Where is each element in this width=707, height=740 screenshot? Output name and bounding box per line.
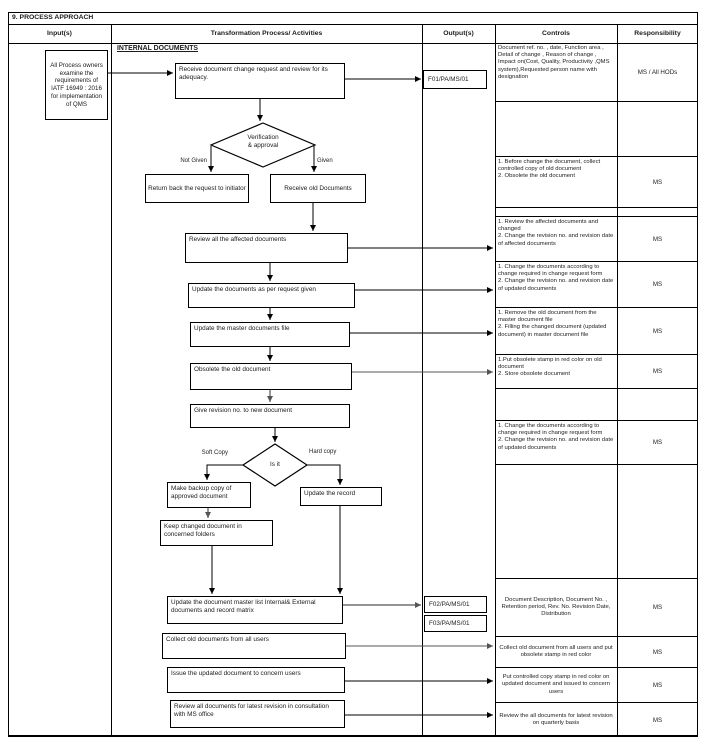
responsibility-text (617, 389, 698, 420)
controls-row (495, 465, 698, 579)
decision-label-verification: Verification & approval (247, 134, 279, 149)
output-box-f02: F02/PA/MS/01 (424, 596, 487, 613)
responsibility-text: MS (652, 681, 663, 689)
controls-text: 1.Put obsolete stamp in red color on old… (498, 357, 602, 378)
column-header-outputs: Output(s) (443, 30, 474, 37)
responsibility-text (617, 465, 698, 578)
controls-row (495, 102, 698, 157)
controls-row (495, 208, 698, 217)
decision-label-is-it: Is it (270, 461, 280, 468)
flow-box-keep-changed: Keep changed document in concerned folde… (160, 520, 273, 546)
flow-box-obsolete-old: Obsolete the old document (190, 363, 352, 390)
flow-box-update-master-list: Update the document master list Internal… (167, 596, 343, 624)
responsibility-text: MS (652, 281, 663, 288)
output-box-f01: F01/PA/MS/01 (423, 70, 487, 89)
header-divider (8, 43, 698, 44)
controls-row: Document Description, Document No. , Ret… (495, 579, 698, 637)
controls-row: 1. Remove the old document from the mast… (495, 308, 698, 355)
responsibility-text: MS (652, 327, 663, 335)
responsibility-text: MS (652, 368, 663, 375)
responsibility-text: MS (652, 648, 663, 656)
responsibility-text: MS / All HODs (637, 68, 678, 76)
column-header-responsibility: Responsibility (634, 30, 681, 37)
responsibility-text: MS (652, 235, 663, 243)
controls-text (495, 389, 617, 420)
section-label-internal-documents: INTERNAL DOCUMENTS (117, 45, 199, 52)
responsibility-text: MS (652, 439, 663, 446)
controls-text: 1. Before change the document, collect c… (498, 159, 601, 180)
controls-row: 1. Review the affected documents and cha… (495, 217, 698, 262)
controls-row: Put controlled copy stamp in red color o… (495, 668, 698, 703)
controls-row (495, 389, 698, 421)
output-box-f03: F03/PA/MS/01 (424, 615, 487, 632)
col-border-outputs (495, 24, 496, 737)
controls-text (495, 102, 617, 156)
controls-text: Collect old document from all users and … (499, 644, 613, 658)
responsibility-text: MS (652, 716, 663, 724)
flow-box-return-back: Return back the request to initiator (145, 174, 249, 203)
controls-text: 1. Change the documents according to cha… (498, 264, 614, 292)
column-header-activities: Transformation Process/ Activities (210, 30, 323, 37)
col-border-controls-header (617, 24, 618, 43)
controls-row: 1. Change the documents according to cha… (495, 421, 698, 465)
flow-box-receive-old: Receive old Documents (270, 174, 366, 203)
controls-text: Put controlled copy stamp in red color o… (501, 674, 611, 695)
input-box: All Process owners examine the requireme… (45, 50, 108, 120)
responsibility-text (617, 208, 698, 216)
controls-text: 1. Review the affected documents and cha… (498, 219, 614, 247)
flow-box-update-record: Update the record (300, 487, 382, 506)
flow-box-receive-request: Receive document change request and revi… (175, 63, 345, 99)
controls-text: Document Description, Document No. , Ret… (501, 596, 611, 618)
table-outer-border (8, 12, 698, 737)
controls-row: Review the all documents for latest revi… (495, 703, 698, 737)
flow-box-update-master-file: Update the master documents file (190, 322, 350, 347)
responsibility-text (617, 102, 698, 156)
page-title: 9. PROCESS APPROACH (12, 14, 94, 21)
flow-box-review-latest: Review all documents for latest revision… (170, 700, 345, 728)
controls-text: Document ref. no. , date, Function area … (498, 45, 610, 80)
controls-text (495, 465, 617, 578)
column-header-controls: Controls (542, 30, 570, 37)
title-divider (8, 24, 698, 25)
branch-label-soft-copy: Soft Copy (201, 450, 228, 456)
flow-box-give-revision: Give revision no. to new document (190, 404, 350, 428)
controls-row: 1. Before change the document, collect c… (495, 157, 698, 208)
flow-box-review-affected: Review all the affected documents (185, 233, 348, 263)
branch-label-not-given: Not Given (180, 158, 207, 164)
controls-text: 1. Change the documents according to cha… (498, 423, 614, 451)
branch-label-hard-copy: Hard copy (309, 449, 337, 455)
controls-text (495, 208, 617, 216)
branch-label-given: Given (317, 158, 333, 164)
col-border-activities (422, 24, 423, 737)
controls-row: Document ref. no. , date, Function area … (495, 43, 698, 102)
flow-box-update-docs: Update the documents as per request give… (188, 283, 355, 308)
controls-row: Collect old document from all users and … (495, 637, 698, 668)
col-border-inputs (111, 24, 112, 737)
controls-row: 1. Change the documents according to cha… (495, 262, 698, 308)
flow-box-collect-old: Collect old documents from all users (162, 633, 346, 659)
responsibility-text: MS (652, 604, 663, 611)
flow-box-issue-updated: Issue the updated document to concern us… (167, 667, 345, 693)
controls-row: 1.Put obsolete stamp in red color on old… (495, 355, 698, 389)
column-header-inputs: Input(s) (47, 30, 72, 37)
controls-text: Review the all documents for latest revi… (499, 712, 613, 726)
flow-box-make-backup: Make backup copy of approved document (167, 482, 251, 508)
controls-text: 1. Remove the old document from the mast… (498, 310, 607, 338)
responsibility-text: MS (652, 178, 663, 186)
col-border-controls (617, 43, 618, 737)
